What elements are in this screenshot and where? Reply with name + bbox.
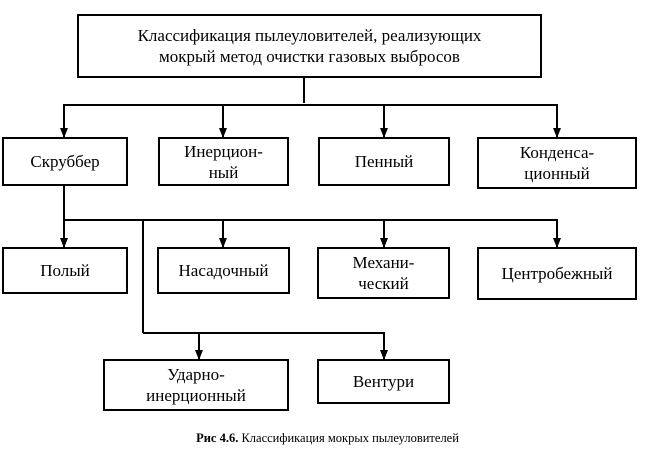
impact-inertial-box: Ударно- инерционный (103, 359, 289, 411)
condensation-box: Конденса- ционный (477, 137, 637, 189)
mechanical-box: Механи- ческий (317, 247, 450, 299)
root-classification-box: Классификация пылеуловителей, реализующи… (77, 14, 542, 78)
figure-caption-text: Классификация мокрых пылеуловителей (241, 431, 459, 445)
foam-box: Пенный (318, 137, 450, 186)
figure-caption: Рис 4.6. Классификация мокрых пылеуловит… (0, 430, 655, 446)
packed-box: Насадочный (157, 247, 290, 294)
venturi-box: Вентури (317, 359, 450, 404)
inertial-box: Инерцион- ный (158, 137, 289, 186)
scrubber-box: Скруббер (2, 137, 128, 186)
hollow-box: Полый (2, 247, 128, 294)
figure-number: Рис 4.6. (196, 431, 239, 445)
centrifugal-box: Центробежный (477, 247, 637, 300)
